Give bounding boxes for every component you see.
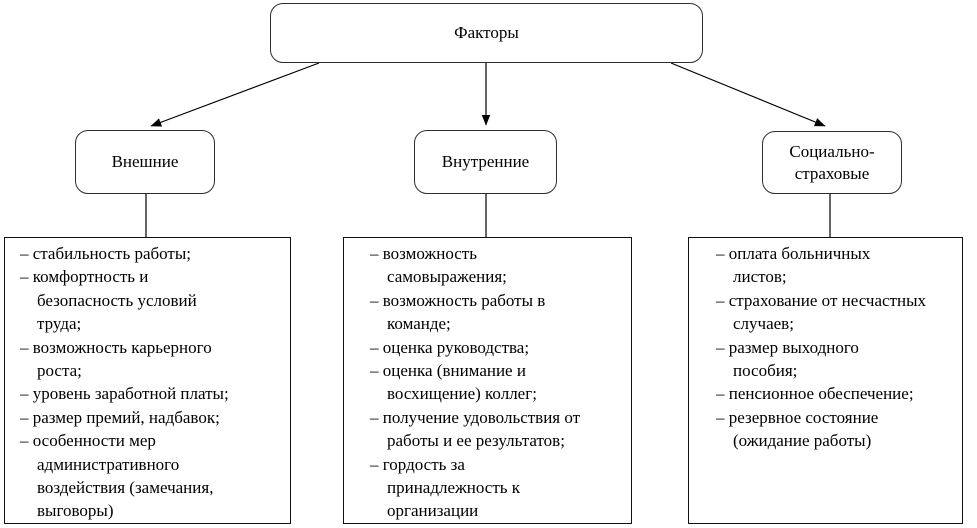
list-item: – резервное состояние (ожидание работы)	[716, 407, 879, 451]
list-item: – оплата больничных листов;	[716, 244, 871, 287]
list-external-factors: – стабильность работы; – комфортность и …	[4, 237, 291, 524]
list-item: – страхование от несчастных случаев;	[716, 290, 926, 334]
list-item: – возможность работы в команде;	[370, 290, 546, 334]
list-item: – уровень заработной платы;	[20, 384, 229, 404]
list-item: – особенности мер административного возд…	[20, 431, 214, 521]
arrow-root-to-social	[670, 62, 826, 127]
node-external-label: Внешние	[111, 152, 179, 171]
list-item: – возможность самовыражения;	[370, 244, 507, 287]
arrow-root-to-external	[150, 62, 320, 127]
node-internal-label: Внутренние	[441, 152, 530, 171]
list-internal-factors: – возможность самовыражения; – возможнос…	[343, 237, 632, 524]
list-item: – оценка руководства;	[370, 337, 530, 357]
node-external: Внешние	[75, 130, 215, 194]
list-item: – пенсионное обеспечение;	[716, 384, 914, 404]
list-item: – получение удовольствия от работы и ее …	[370, 407, 581, 451]
list-item: – комфортность и безопасность условий тр…	[20, 267, 197, 334]
node-social-insurance: Социально- страховые	[762, 131, 902, 194]
list-item: – стабильность работы;	[20, 244, 192, 263]
list-item: – возможность карьерного роста;	[20, 337, 212, 381]
list-item: – гордость за принадлежность к организац…	[370, 454, 521, 521]
node-factors: Факторы	[270, 3, 703, 63]
list-item: – размер выходного пособия;	[716, 337, 859, 381]
list-item: – оценка (внимание и восхищение) коллег;	[370, 361, 537, 404]
list-social-insurance-factors: – оплата больничных листов; – страховани…	[688, 237, 963, 524]
node-internal: Внутренние	[414, 130, 557, 194]
node-factors-label: Факторы	[454, 23, 519, 42]
node-social-insurance-label: Социально- страховые	[789, 141, 875, 183]
list-item: – размер премий, надбавок;	[20, 407, 220, 427]
